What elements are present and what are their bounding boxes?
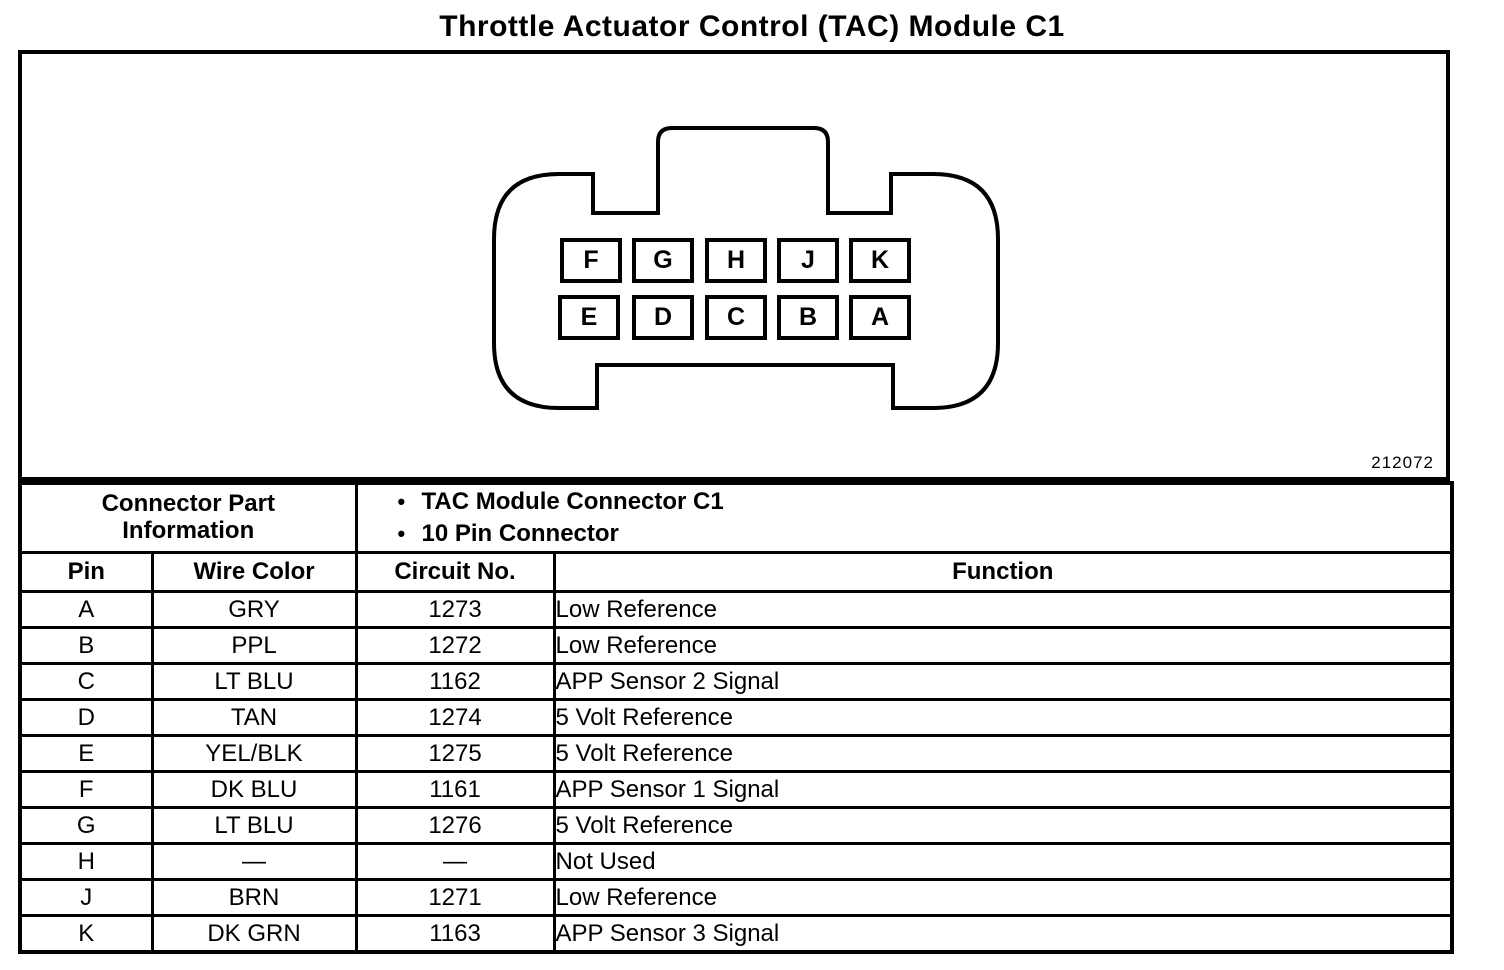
connector-pin-box-k: K — [849, 238, 911, 283]
table-header-row: Pin Wire Color Circuit No. Function — [18, 551, 1454, 593]
circuit-no-cell: 1161 — [354, 770, 556, 809]
pin-cell: J — [18, 878, 154, 917]
connector-pin-box-j: J — [777, 238, 839, 283]
table-row: H — — Not Used — [18, 842, 1454, 881]
pin-cell: H — [18, 842, 154, 881]
circuit-no-cell: 1162 — [354, 662, 556, 701]
circuit-no-cell: 1272 — [354, 626, 556, 665]
table-row: D TAN 1274 5 Volt Reference — [18, 698, 1454, 737]
wire-color-cell: BRN — [150, 878, 358, 917]
function-cell: Not Used — [552, 842, 1454, 881]
pin-label: E — [580, 303, 598, 331]
function-cell: Low Reference — [552, 878, 1454, 917]
col-header-circuit-no: Circuit No. — [354, 551, 556, 593]
page-title: Throttle Actuator Control (TAC) Module C… — [439, 10, 1065, 43]
col-header-function: Function — [552, 551, 1454, 593]
pin-cell: G — [18, 806, 154, 845]
circuit-no-cell: 1275 — [354, 734, 556, 773]
function-cell: 5 Volt Reference — [552, 734, 1454, 773]
pin-label: K — [870, 246, 890, 274]
function-cell: 5 Volt Reference — [552, 806, 1454, 845]
figure-number: 212072 — [1371, 453, 1434, 472]
connector-pin-box-h: H — [705, 238, 767, 283]
wire-color-cell: GRY — [150, 590, 358, 629]
bullet-text: 10 Pin Connector — [421, 520, 619, 547]
circuit-no-cell: 1273 — [354, 590, 556, 629]
connector-pin-box-e: E — [558, 295, 620, 340]
part-info-line1: Connector Part — [101, 490, 275, 518]
connector-pin-box-a: A — [849, 295, 911, 340]
pin-label: H — [726, 246, 746, 274]
connector-outline — [492, 126, 1000, 410]
table-row: F DK BLU 1161 APP Sensor 1 Signal — [18, 770, 1454, 809]
wire-color-cell: YEL/BLK — [150, 734, 358, 773]
pin-label: D — [653, 303, 673, 331]
table-row: B PPL 1272 Low Reference — [18, 626, 1454, 665]
col-header-wire-color: Wire Color — [150, 551, 358, 593]
pin-cell: D — [18, 698, 154, 737]
pin-cell: A — [18, 590, 154, 629]
bullet-item: • 10 Pin Connector — [359, 518, 1449, 550]
circuit-no-cell: — — [354, 842, 556, 881]
circuit-no-cell: 1163 — [354, 914, 556, 954]
table-row: K DK GRN 1163 APP Sensor 3 Signal — [18, 914, 1454, 954]
connector-pin-box-g: G — [632, 238, 694, 283]
function-cell: Low Reference — [552, 590, 1454, 629]
connector-pin-box-b: B — [777, 295, 839, 340]
wire-color-cell: — — [150, 842, 358, 881]
table-row: A GRY 1273 Low Reference — [18, 590, 1454, 629]
bullet-icon: • — [397, 521, 406, 546]
connector-pinout-table: Connector Part Information • TAC Module … — [18, 481, 1455, 954]
bullet-item: • TAC Module Connector C1 — [359, 486, 1449, 518]
pin-cell: C — [18, 662, 154, 701]
table-row: G LT BLU 1276 5 Volt Reference — [18, 806, 1454, 845]
part-info-line2: Information — [122, 517, 255, 544]
col-header-pin: Pin — [18, 551, 154, 593]
circuit-no-cell: 1276 — [354, 806, 556, 845]
table-row: C LT BLU 1162 APP Sensor 2 Signal — [18, 662, 1454, 701]
pin-cell: K — [18, 914, 154, 954]
connector-pin-box-d: D — [632, 295, 694, 340]
function-cell: APP Sensor 1 Signal — [552, 770, 1454, 809]
wire-color-cell: TAN — [150, 698, 358, 737]
pin-label: B — [798, 303, 818, 331]
function-cell: APP Sensor 2 Signal — [552, 662, 1454, 701]
circuit-no-cell: 1271 — [354, 878, 556, 917]
wire-color-cell: DK BLU — [150, 770, 358, 809]
wire-color-cell: DK GRN — [150, 914, 358, 954]
connector-pin-box-c: C — [705, 295, 767, 340]
connector-part-information-cell: Connector Part Information — [18, 481, 358, 554]
wire-color-cell: PPL — [150, 626, 358, 665]
table-row: E YEL/BLK 1275 5 Volt Reference — [18, 734, 1454, 773]
pin-cell: F — [18, 770, 154, 809]
table-info-row: Connector Part Information • TAC Module … — [18, 481, 1454, 554]
function-cell: 5 Volt Reference — [552, 698, 1454, 737]
connector-pin-box-f: F — [560, 238, 622, 283]
circuit-no-cell: 1274 — [354, 698, 556, 737]
pin-cell: B — [18, 626, 154, 665]
pin-label: G — [653, 246, 673, 274]
pin-label: C — [726, 303, 746, 331]
connector-outline-drawing — [492, 126, 1000, 410]
connector-description-cell: • TAC Module Connector C1 • 10 Pin Conne… — [354, 481, 1454, 554]
wire-color-cell: LT BLU — [150, 662, 358, 701]
function-cell: APP Sensor 3 Signal — [552, 914, 1454, 954]
pin-label: F — [583, 246, 599, 274]
connector-figure: F G H J K E D C B A 212072 — [18, 50, 1450, 481]
bullet-text: TAC Module Connector C1 — [421, 488, 724, 515]
wire-color-cell: LT BLU — [150, 806, 358, 845]
table-row: J BRN 1271 Low Reference — [18, 878, 1454, 917]
pin-label: A — [870, 303, 890, 331]
bullet-icon: • — [397, 489, 406, 514]
function-cell: Low Reference — [552, 626, 1454, 665]
pin-cell: E — [18, 734, 154, 773]
pin-label: J — [801, 246, 815, 274]
